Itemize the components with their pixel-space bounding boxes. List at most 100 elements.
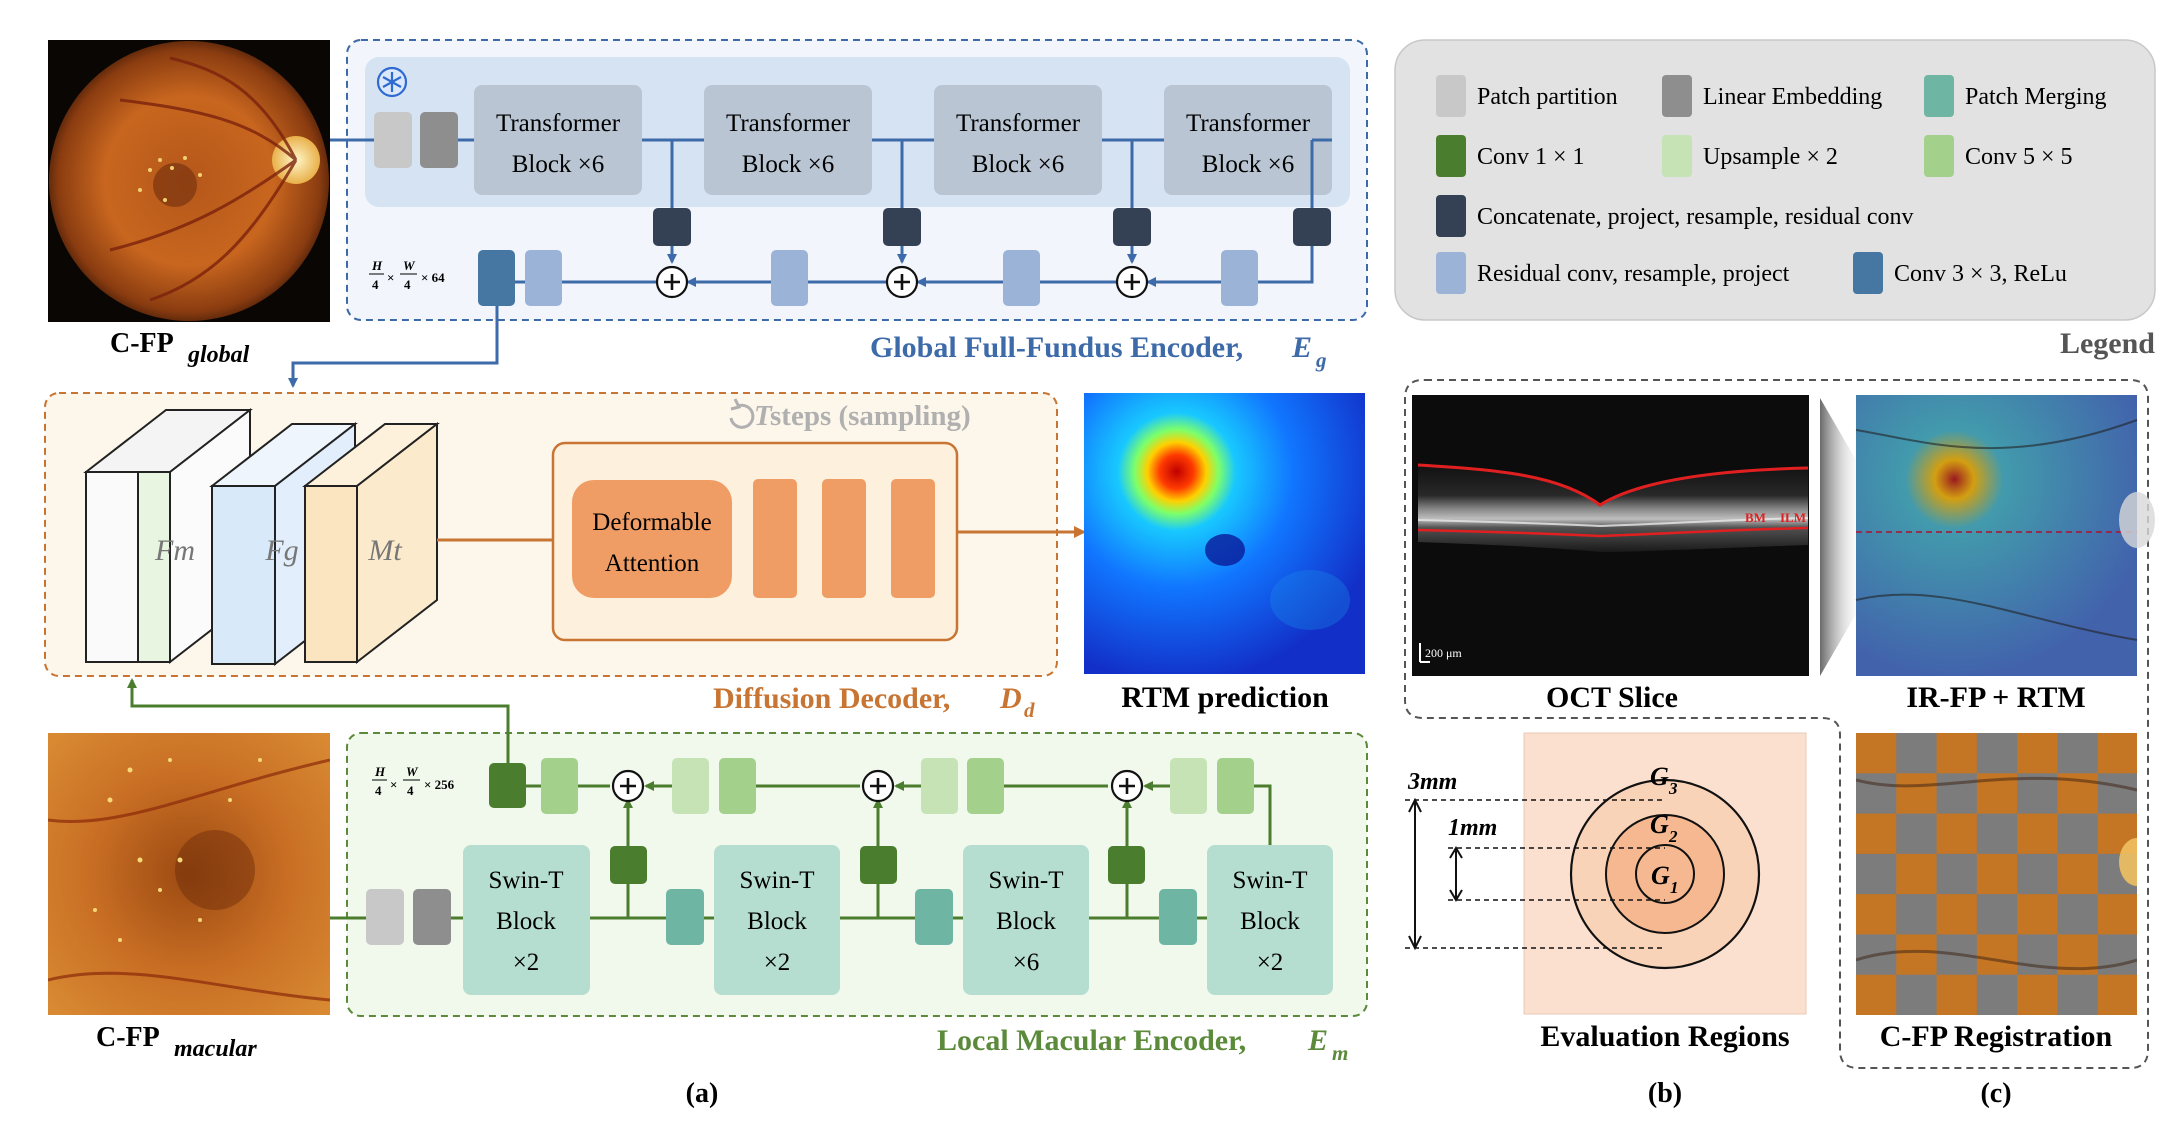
concat-block (883, 208, 921, 246)
patch-partition-block (374, 112, 412, 168)
svg-text:×6: ×6 (1013, 949, 1040, 976)
cfp-global-label: C-FP (110, 328, 174, 359)
upsample-block (921, 758, 958, 814)
patch-partition-block (366, 889, 404, 945)
svg-text:Fm: Fm (154, 534, 195, 567)
global-encoder-title: Global Full-Fundus Encoder, (870, 331, 1243, 364)
svg-text:Swin-T: Swin-T (740, 867, 815, 894)
svg-text:200 μm: 200 μm (1425, 646, 1462, 660)
svg-text:Block: Block (496, 908, 556, 935)
svg-text:Swin-T: Swin-T (1233, 867, 1308, 894)
irfp-rtm-label: IR-FP + RTM (1906, 681, 2085, 714)
cfp-registration-image (1856, 733, 2137, 1015)
checker-cell (1976, 894, 2018, 935)
checker-cell (2057, 974, 2099, 1015)
conv1x1-block (610, 846, 647, 884)
patch-merging-block (666, 889, 704, 945)
upsample-block (672, 758, 709, 814)
svg-text:H: H (371, 258, 383, 273)
legend-item: Linear Embedding (1703, 84, 1882, 110)
svg-text:Block ×6: Block ×6 (742, 151, 835, 178)
projection-wedge (1820, 398, 1856, 676)
checker-cell (2017, 934, 2058, 976)
sampling-steps-label: steps (sampling) (770, 400, 971, 432)
checker-cell (2017, 813, 2058, 855)
svg-text:4: 4 (372, 277, 379, 292)
svg-text:× 256: × 256 (424, 777, 455, 792)
svg-text:m: m (1332, 1041, 1348, 1065)
svg-text:2: 2 (1668, 827, 1678, 846)
svg-text:4: 4 (407, 783, 414, 798)
svg-text:BM: BM (1745, 510, 1766, 525)
add-node (611, 769, 645, 803)
legend-swatch (1662, 75, 1692, 117)
checker-cell (1896, 733, 1938, 774)
evaluation-regions-diagram: 3mm 1mm G 3 G 2 G 1 (1405, 732, 1807, 1015)
transformer-block-2: Transformer Block ×6 (704, 85, 872, 195)
svg-text:×: × (390, 777, 397, 792)
svg-text:3: 3 (1668, 779, 1678, 798)
legend-item: Conv 5 × 5 (1965, 144, 2073, 170)
panel-label-a: (a) (686, 1078, 719, 1109)
legend-item: Upsample × 2 (1703, 144, 1838, 170)
checker-cell (2097, 733, 2137, 774)
cfp-macular-image (48, 733, 330, 1015)
decoder-layer (891, 479, 935, 598)
conv5x5-block (719, 758, 756, 814)
svg-text:Block ×6: Block ×6 (972, 151, 1065, 178)
irfp-rtm-overlay-image (1855, 395, 2155, 676)
checker-cell (1936, 974, 1978, 1015)
swin-block-3: Swin-T Block ×6 (963, 845, 1089, 995)
legend-swatch (1662, 135, 1692, 177)
cfp-macular-sub: macular (174, 1036, 257, 1062)
checker-cell (1976, 813, 2018, 855)
svg-text:3mm: 3mm (1407, 769, 1457, 795)
conv1x1-block (489, 763, 526, 808)
svg-text:×: × (387, 270, 394, 285)
svg-text:Attention: Attention (605, 550, 700, 577)
svg-text:Transformer: Transformer (726, 110, 851, 137)
global-dims-label: H 4 × W 4 × 64 (369, 258, 445, 292)
global-encoder: Transformer Block ×6 Transformer Block ×… (330, 39, 1368, 372)
checker-cell (1936, 773, 1978, 815)
legend-item: Patch Merging (1965, 84, 2107, 110)
checker-cell (2057, 894, 2099, 935)
cfp-global-sub: global (187, 342, 250, 368)
checker-cell (1856, 773, 1897, 815)
residual-conv-block (1221, 250, 1258, 306)
checker-cell (1936, 894, 1978, 935)
svg-text:Block ×6: Block ×6 (1202, 151, 1295, 178)
svg-text:Transformer: Transformer (1186, 110, 1311, 137)
upsample-block (1170, 758, 1207, 814)
svg-text:ILM: ILM (1780, 510, 1806, 525)
checker-cell (2097, 773, 2137, 815)
checker-cell (1936, 733, 1978, 774)
patch-merging-block (915, 889, 953, 945)
checker-cell (1856, 733, 1897, 774)
panel-label-c: (c) (1980, 1078, 2011, 1109)
legend-item: Patch partition (1477, 84, 1618, 110)
svg-text:d: d (1024, 698, 1035, 722)
checker-cell (2017, 733, 2058, 774)
sampling-steps-symbol: T (754, 400, 773, 432)
evaluation-regions-label: Evaluation Regions (1540, 1020, 1789, 1053)
checker-cell (1896, 813, 1938, 855)
patch-merging-block (1159, 889, 1197, 945)
checker-cell (2057, 733, 2099, 774)
svg-text:Transformer: Transformer (496, 110, 621, 137)
cfp-macular-label: C-FP (96, 1022, 160, 1053)
legend-title: Legend (2060, 327, 2155, 360)
svg-text:E: E (1307, 1024, 1328, 1057)
residual-conv-block (1003, 250, 1040, 306)
svg-text:W: W (406, 764, 419, 779)
svg-text:Swin-T: Swin-T (489, 867, 564, 894)
checker-cell (1896, 974, 1938, 1015)
decoder-title: Diffusion Decoder, (713, 682, 950, 715)
svg-text:4: 4 (404, 277, 411, 292)
legend-item: Residual conv, resample, project (1477, 261, 1790, 287)
checker-cell (1976, 974, 2018, 1015)
svg-text:× 64: × 64 (421, 270, 445, 285)
svg-text:G: G (1650, 810, 1669, 839)
checker-cell (2097, 934, 2137, 976)
svg-text:4: 4 (375, 783, 382, 798)
